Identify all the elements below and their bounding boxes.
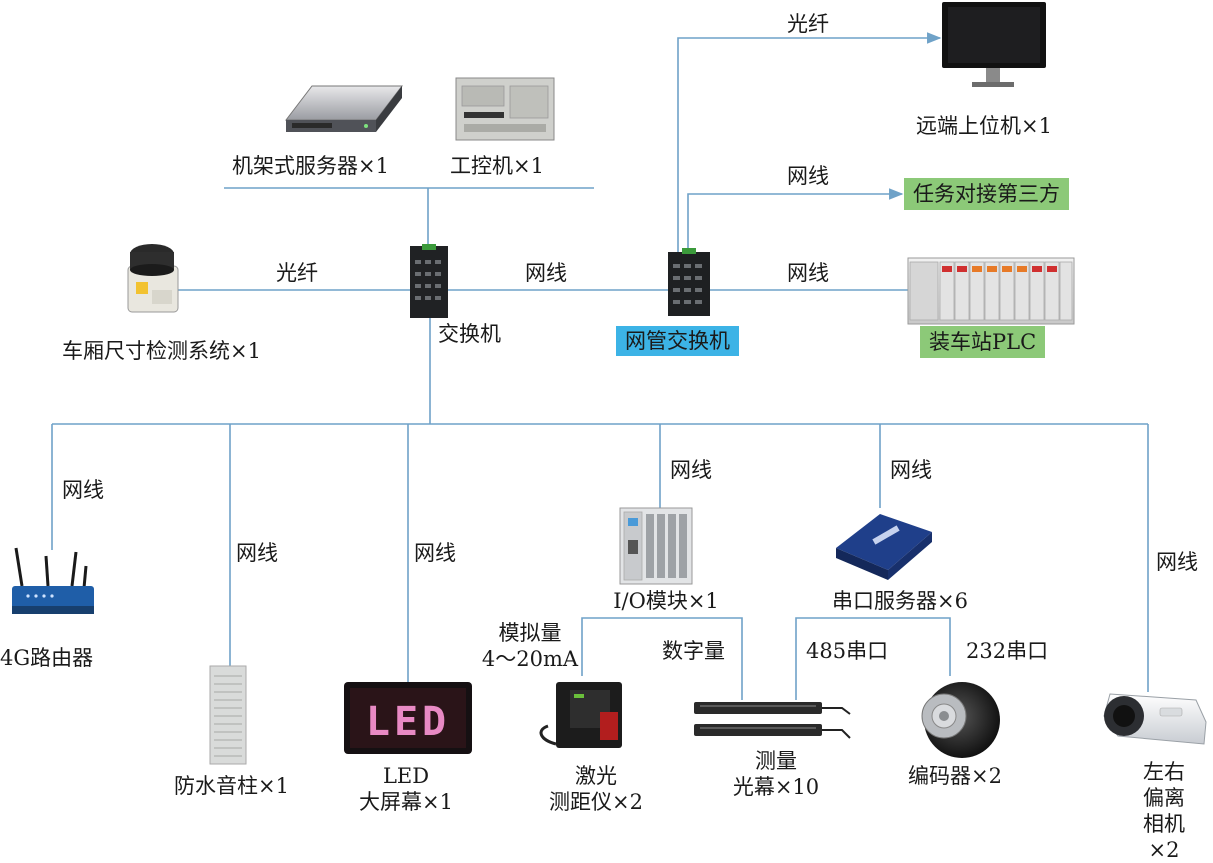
managed-switch-box: 网管交换机 bbox=[616, 326, 739, 356]
switch-label: 交换机 bbox=[438, 322, 501, 346]
diagram-svg: LED bbox=[12, 2, 1207, 765]
lidar-scanner-icon bbox=[127, 244, 179, 313]
io-bottom-line bbox=[581, 617, 743, 700]
encoder-label: 编码器×2 bbox=[908, 764, 1002, 788]
camera-icon bbox=[1103, 693, 1207, 745]
server-rack-icon bbox=[284, 85, 404, 132]
monitor-icon bbox=[942, 2, 1046, 87]
net-serial-label: 网线 bbox=[890, 458, 932, 482]
serial-label: 串口服务器×6 bbox=[832, 589, 968, 613]
net-plc-label: 网线 bbox=[787, 261, 829, 285]
carriage-label: 车厢尺寸检测系统×1 bbox=[62, 339, 261, 363]
router-icon bbox=[12, 547, 94, 614]
plc-rack-icon bbox=[907, 257, 1075, 325]
net-led-label: 网线 bbox=[414, 541, 456, 565]
rack-server-label: 机架式服务器×1 bbox=[232, 154, 389, 178]
net-speaker-label: 网线 bbox=[236, 541, 278, 565]
serial-server-icon bbox=[836, 514, 932, 580]
industrial-pc-icon bbox=[455, 77, 555, 141]
managed-switch-icon bbox=[668, 248, 710, 316]
net-center-label: 网线 bbox=[525, 261, 567, 285]
io-module-icon bbox=[619, 507, 693, 585]
router-label: 4G路由器 bbox=[0, 646, 94, 670]
fiber-top-line bbox=[677, 32, 942, 252]
net-router-label: 网线 bbox=[62, 478, 104, 502]
connection-lines bbox=[51, 32, 1149, 700]
laser-label: 激光 测距仪×2 bbox=[549, 764, 643, 814]
encoder-icon bbox=[921, 682, 1000, 758]
fiber-left-label: 光纤 bbox=[276, 261, 318, 285]
rs232-label: 232串口 bbox=[966, 639, 1049, 663]
speaker-column-icon bbox=[209, 665, 247, 765]
speaker-label: 防水音柱×1 bbox=[174, 774, 289, 798]
task-box: 任务对接第三方 bbox=[904, 178, 1069, 210]
remote-host-label: 远端上位机×1 bbox=[916, 114, 1052, 138]
light-curtain-icon bbox=[694, 702, 851, 739]
io-label: I/O模块×1 bbox=[613, 589, 719, 613]
analog-label: 模拟量 4～20mA bbox=[481, 621, 579, 671]
net-io-label: 网线 bbox=[670, 458, 712, 482]
camera-label: 左右偏离 相机×2 bbox=[1143, 760, 1185, 862]
led-screen-icon bbox=[344, 682, 472, 754]
task-line bbox=[687, 188, 904, 252]
net-camera-label: 网线 bbox=[1156, 550, 1198, 574]
curtain-label: 测量 光幕×10 bbox=[732, 749, 820, 799]
plc-box: 装车站PLC bbox=[920, 326, 1046, 358]
rs485-label: 485串口 bbox=[806, 639, 889, 663]
led-label: LED 大屏幕×1 bbox=[359, 764, 453, 814]
laser-rangefinder-icon bbox=[539, 682, 622, 748]
ipc-label: 工控机×1 bbox=[450, 154, 544, 178]
led-screen-text: LED bbox=[366, 699, 450, 745]
fiber-top-label: 光纤 bbox=[787, 12, 829, 36]
network-switch-icon bbox=[410, 244, 448, 318]
digital-label: 数字量 bbox=[662, 639, 725, 663]
net-task-label: 网线 bbox=[787, 164, 829, 188]
serial-bottom-line bbox=[795, 617, 951, 700]
